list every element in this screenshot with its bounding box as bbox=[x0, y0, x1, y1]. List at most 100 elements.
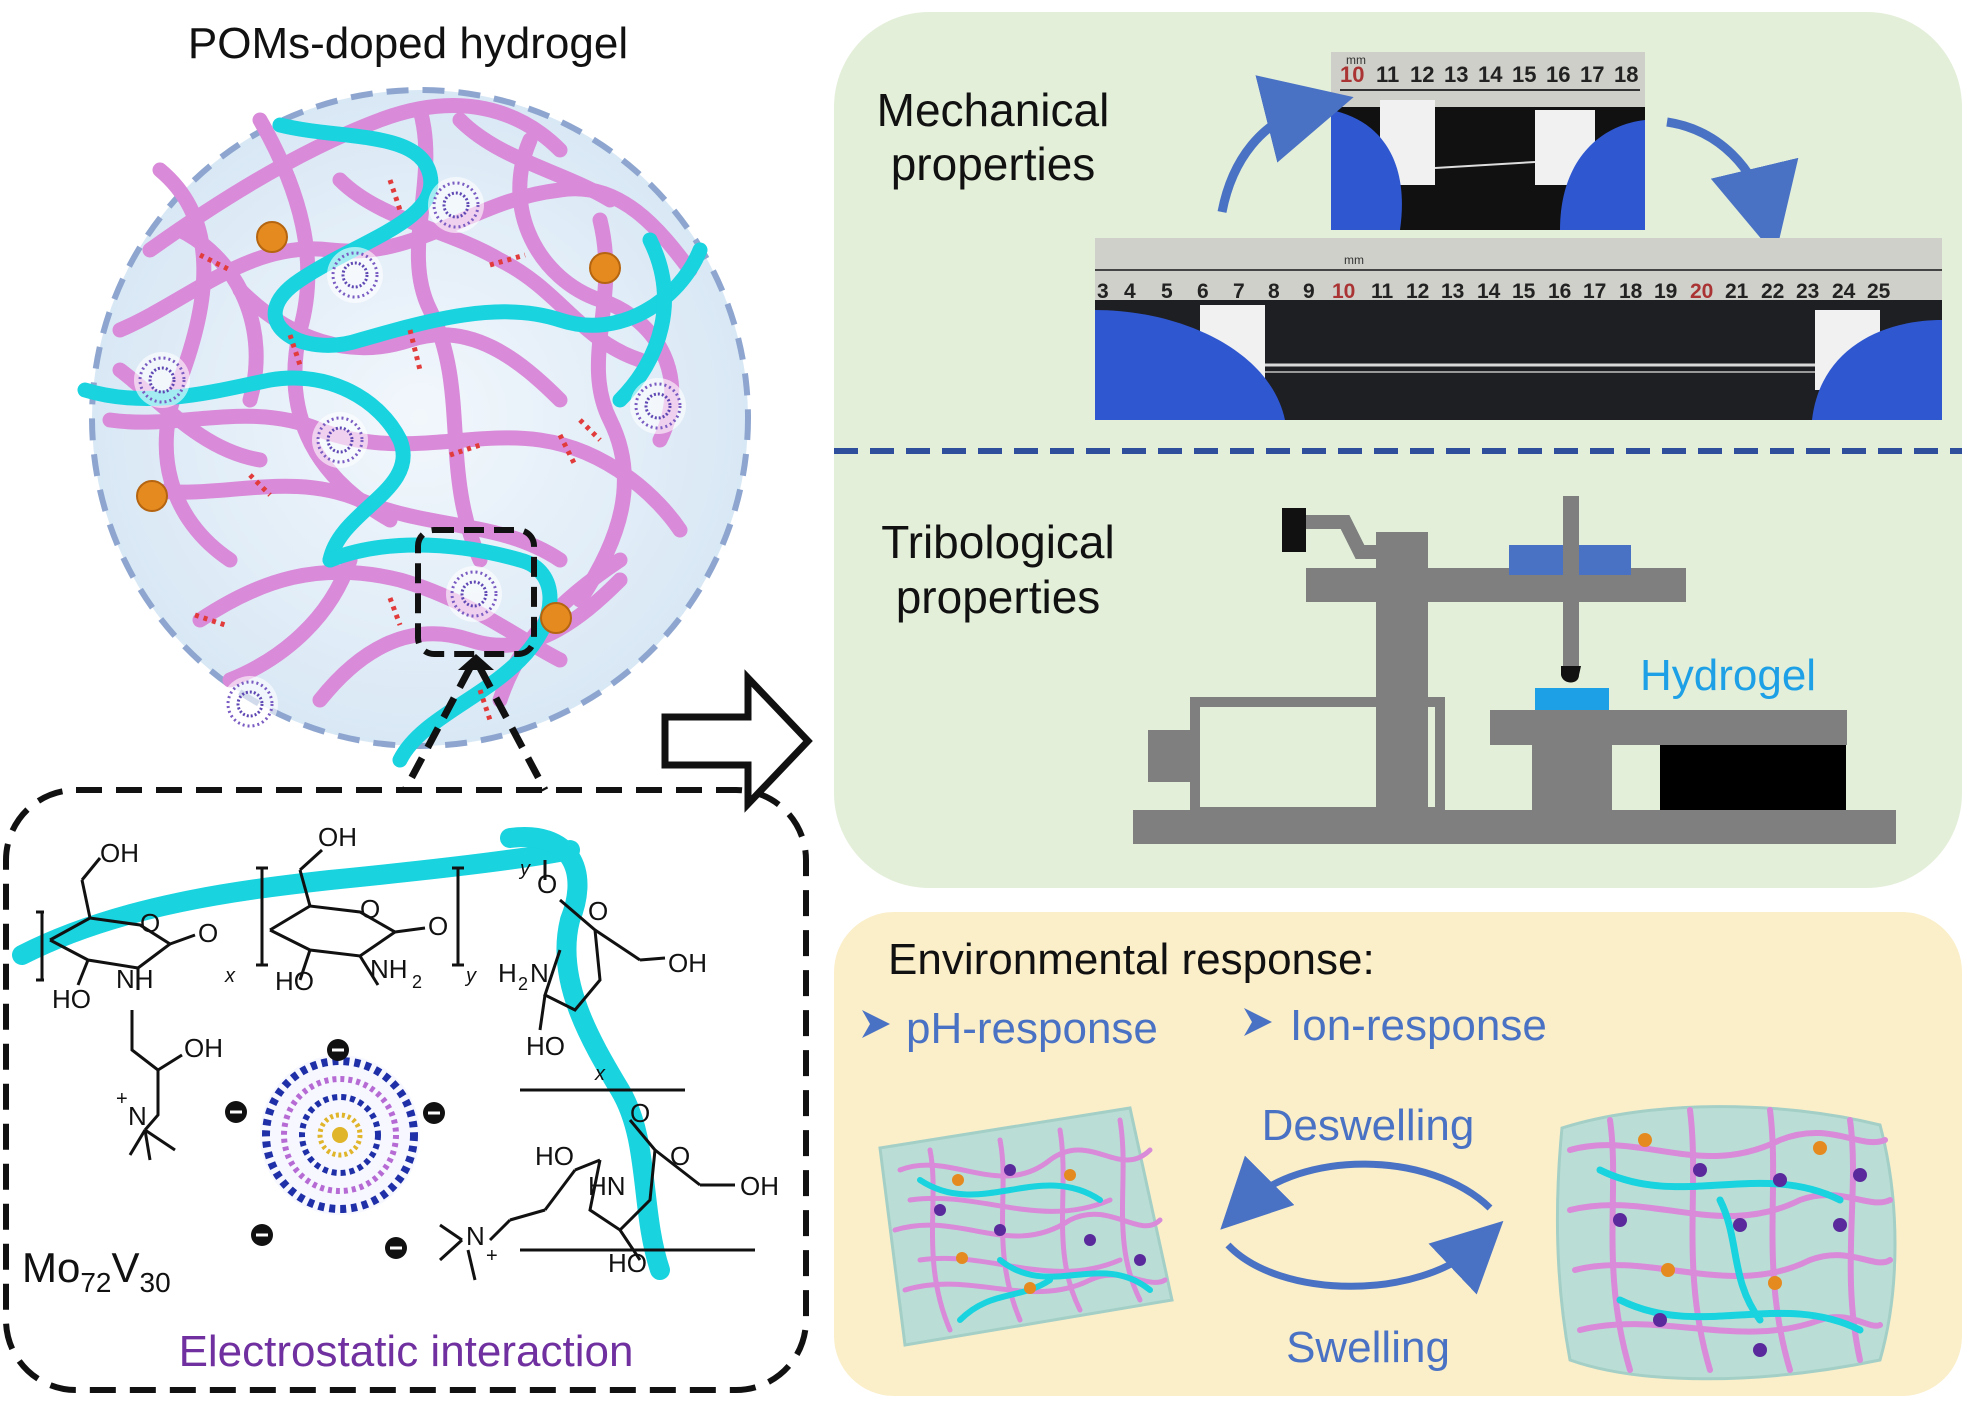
svg-text:O: O bbox=[537, 869, 557, 899]
negative-charge-icons bbox=[225, 1039, 445, 1259]
svg-text:NH: NH bbox=[370, 954, 408, 984]
svg-text:OH: OH bbox=[318, 822, 357, 852]
svg-text:H: H bbox=[498, 958, 517, 988]
svg-text:11: 11 bbox=[1376, 62, 1399, 87]
hydrogel-title: POMs-doped hydrogel bbox=[188, 19, 628, 68]
deswelling-arrow bbox=[1220, 1155, 1493, 1230]
svg-text:HN: HN bbox=[588, 1171, 626, 1201]
svg-text:OH: OH bbox=[184, 1033, 223, 1063]
svg-text:O: O bbox=[428, 911, 448, 941]
svg-text:OH: OH bbox=[740, 1171, 779, 1201]
svg-text:18: 18 bbox=[1619, 280, 1643, 303]
svg-text:15: 15 bbox=[1512, 62, 1536, 87]
pom-formula: Mo72V30 bbox=[22, 1244, 171, 1298]
tribometer-diagram bbox=[1133, 496, 1896, 844]
svg-text:N: N bbox=[128, 1101, 147, 1131]
stretch-arrow-right bbox=[1666, 117, 1799, 256]
tribological-label-line2: properties bbox=[896, 571, 1101, 623]
svg-text:O: O bbox=[360, 894, 380, 924]
svg-text:HO: HO bbox=[535, 1141, 574, 1171]
flow-arrow-icon bbox=[661, 669, 813, 813]
ph-response-label: pH-response bbox=[906, 1004, 1158, 1053]
svg-text:7: 7 bbox=[1233, 280, 1245, 303]
svg-text:OH: OH bbox=[668, 948, 707, 978]
svg-text:O: O bbox=[630, 1098, 650, 1128]
svg-text:O: O bbox=[198, 918, 218, 948]
svg-text:25: 25 bbox=[1867, 280, 1891, 303]
svg-text:y: y bbox=[464, 965, 477, 987]
svg-text:mm: mm bbox=[1346, 53, 1366, 67]
svg-text:N: N bbox=[530, 958, 549, 988]
zoom-lines bbox=[401, 666, 549, 792]
svg-text:5: 5 bbox=[1161, 280, 1173, 303]
svg-text:6: 6 bbox=[1197, 280, 1209, 303]
hydrogel-network-circle bbox=[77, 87, 751, 768]
svg-text:NH: NH bbox=[116, 964, 154, 994]
ion-response-label: Ion-response bbox=[1290, 1001, 1547, 1050]
svg-text:4: 4 bbox=[1124, 280, 1136, 303]
hydrogel-label: Hydrogel bbox=[1640, 651, 1816, 700]
svg-text:O: O bbox=[670, 1141, 690, 1171]
pom-cluster-icons bbox=[134, 177, 686, 732]
stretch-arrow-left bbox=[1217, 75, 1354, 213]
svg-text:+: + bbox=[116, 1088, 128, 1110]
stretch-photo-top: 10 11 12 13 14 15 16 17 18 mm bbox=[1331, 52, 1645, 230]
svg-text:10: 10 bbox=[1332, 280, 1355, 303]
svg-text:18: 18 bbox=[1614, 62, 1638, 87]
svg-text:HO: HO bbox=[52, 984, 91, 1014]
svg-text:y: y bbox=[518, 858, 531, 880]
svg-text:OH: OH bbox=[100, 838, 139, 868]
svg-text:x: x bbox=[224, 965, 236, 987]
svg-text:HO: HO bbox=[608, 1248, 647, 1278]
svg-text:15: 15 bbox=[1512, 280, 1536, 303]
svg-text:17: 17 bbox=[1580, 62, 1604, 87]
svg-text:9: 9 bbox=[1303, 280, 1315, 303]
electrostatic-box bbox=[3, 787, 809, 1393]
svg-text:O: O bbox=[588, 896, 608, 926]
svg-text:12: 12 bbox=[1410, 62, 1434, 87]
svg-text:17: 17 bbox=[1583, 280, 1606, 303]
stretch-photo-bottom: 3 4 5 6 7 8 9 10 11 12 13 14 15 16 17 18… bbox=[1095, 238, 1942, 420]
chemical-structure bbox=[36, 848, 755, 1261]
svg-text:22: 22 bbox=[1761, 280, 1784, 303]
svg-text:21: 21 bbox=[1725, 280, 1749, 303]
svg-text:2: 2 bbox=[518, 974, 528, 994]
svg-text:O: O bbox=[140, 908, 160, 938]
svg-text:16: 16 bbox=[1546, 62, 1570, 87]
svg-text:+: + bbox=[486, 1245, 498, 1267]
svg-text:mm: mm bbox=[1344, 253, 1364, 267]
zoom-arrow-head bbox=[458, 654, 494, 670]
svg-text:HO: HO bbox=[275, 966, 314, 996]
swelling-label: Swelling bbox=[1286, 1323, 1450, 1372]
bullet-arrow-icon bbox=[862, 1010, 890, 1038]
svg-text:20: 20 bbox=[1690, 280, 1713, 303]
mechanical-label-line1: Mechanical bbox=[877, 84, 1110, 136]
svg-text:23: 23 bbox=[1796, 280, 1819, 303]
gel-block-swollen bbox=[1556, 1105, 1897, 1381]
svg-text:HO: HO bbox=[526, 1031, 565, 1061]
gel-block-deswollen bbox=[878, 1106, 1174, 1347]
swelling-arrow bbox=[1225, 1220, 1504, 1295]
svg-text:13: 13 bbox=[1444, 62, 1468, 87]
bullet-arrow-icon bbox=[1244, 1008, 1272, 1036]
electrostatic-label: Electrostatic interaction bbox=[179, 1327, 634, 1376]
tribological-label-line1: Tribological bbox=[881, 516, 1115, 568]
svg-text:14: 14 bbox=[1478, 62, 1503, 87]
deswelling-label: Deswelling bbox=[1262, 1101, 1475, 1150]
svg-text:2: 2 bbox=[412, 972, 422, 992]
chitosan-backbone-tubes bbox=[12, 827, 670, 1280]
svg-text:19: 19 bbox=[1654, 280, 1677, 303]
mechanical-label-line2: properties bbox=[891, 138, 1096, 190]
svg-text:3: 3 bbox=[1097, 280, 1109, 303]
svg-text:8: 8 bbox=[1268, 280, 1280, 303]
mo72v30-cluster-icon bbox=[260, 1055, 420, 1215]
svg-text:16: 16 bbox=[1548, 280, 1571, 303]
svg-text:11: 11 bbox=[1371, 280, 1394, 303]
chemical-labels: OH OH O O O O HO NH HO NH 2 OH N + x y y… bbox=[52, 822, 779, 1278]
svg-text:13: 13 bbox=[1441, 280, 1464, 303]
svg-text:14: 14 bbox=[1477, 280, 1501, 303]
svg-text:24: 24 bbox=[1832, 280, 1856, 303]
svg-text:x: x bbox=[594, 1063, 606, 1085]
environmental-title: Environmental response: bbox=[888, 935, 1375, 984]
